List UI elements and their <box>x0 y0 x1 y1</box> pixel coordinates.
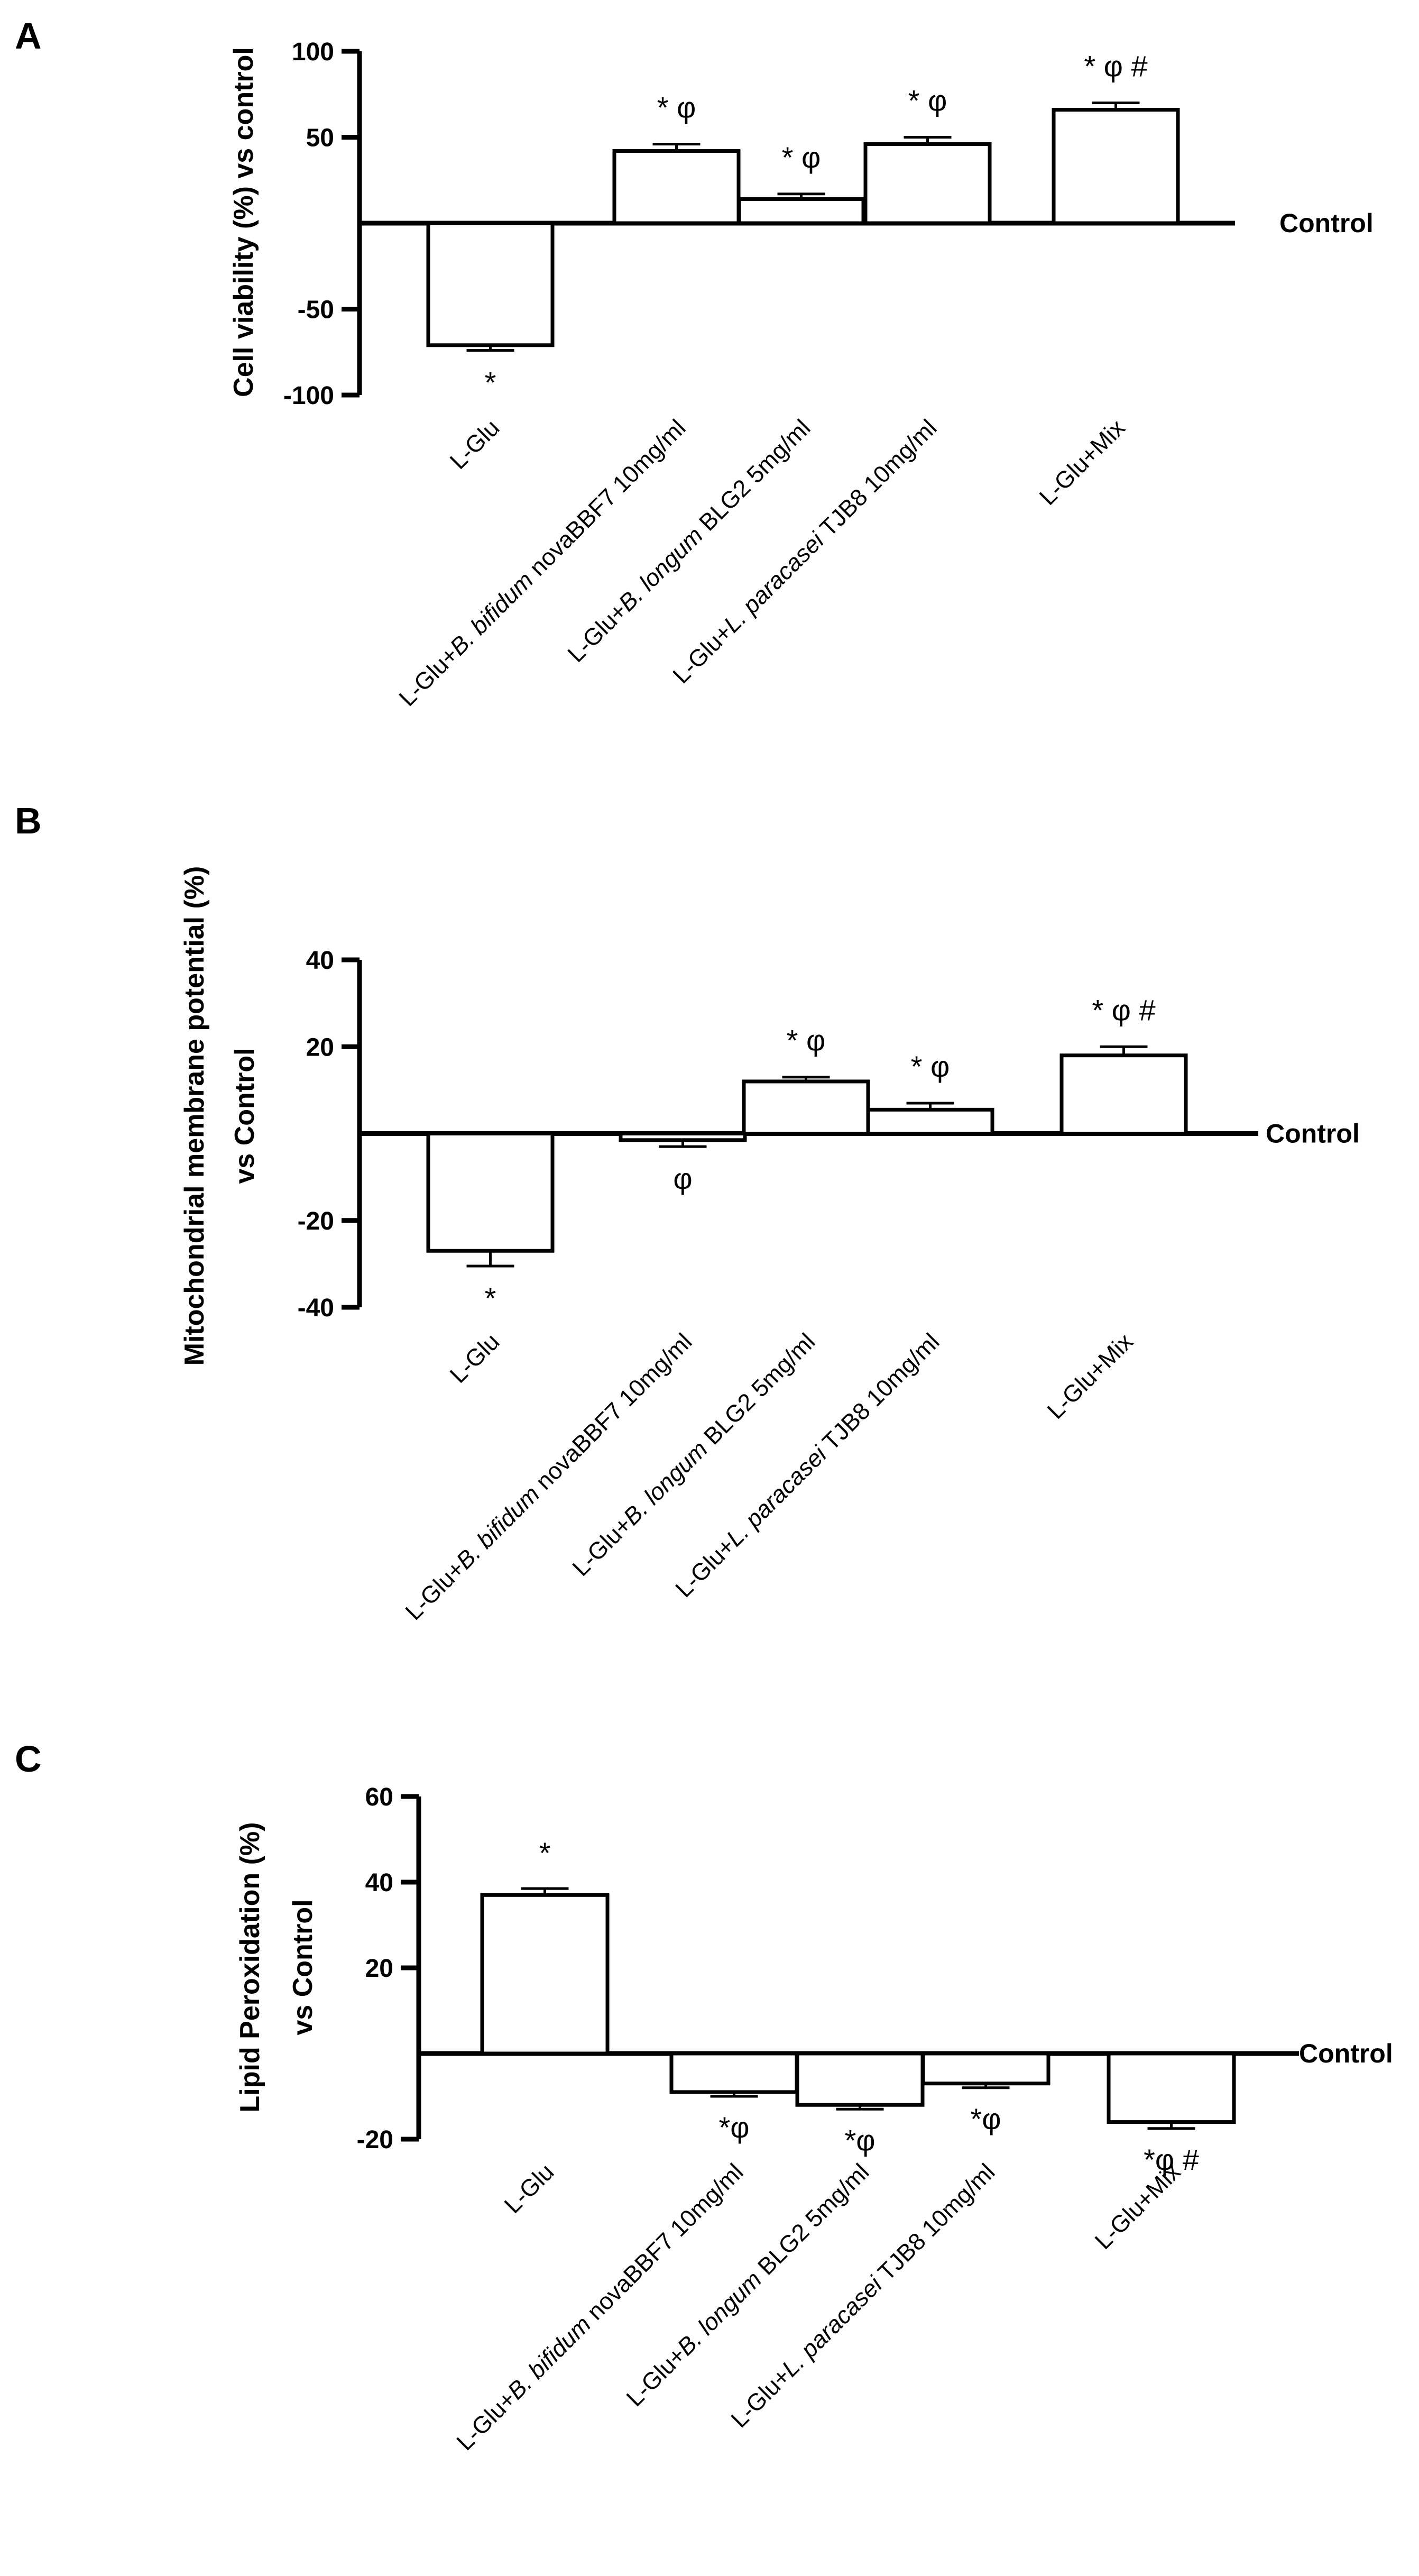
bar <box>866 1107 994 1136</box>
bar <box>795 2051 925 2107</box>
y-tick-label: 60 <box>365 1783 393 1811</box>
category-label: L-Glu+L. paracasei TJB8 10mg/ml <box>725 2158 1000 2433</box>
y-tick-label: 20 <box>365 1955 393 1983</box>
significance-label: * φ <box>782 141 821 174</box>
significance-label: * φ <box>908 84 947 117</box>
significance-label: * <box>485 366 496 399</box>
y-tick-label: -20 <box>357 2126 393 2154</box>
significance-label: * <box>539 1836 551 1869</box>
panel-a: A Cell viability (%) vs control -100 -50 50 1… <box>15 15 1374 711</box>
significance-label: * φ <box>657 91 696 124</box>
y-tick-label: -100 <box>283 382 334 410</box>
category-label: L-Glu+B. longum BLG2 5mg/ml <box>562 414 815 667</box>
y-tick-label: 40 <box>306 947 334 975</box>
panel-letter: C <box>15 1738 42 1780</box>
bar <box>1107 2051 1236 2124</box>
panel-c: C Lipid Peroxidation (%) vs Control -20 20 40… <box>15 1738 1393 2455</box>
significance-label: * φ # <box>1084 50 1147 83</box>
category-label: L-Glu+B. longum BLG2 5mg/ml <box>621 2158 874 2412</box>
bar <box>737 197 865 225</box>
category-label: L-Glu <box>445 1328 505 1388</box>
category-label: L-Glu+B. bifidum novaBBF7 10mg/ml <box>451 2158 748 2455</box>
category-label: L-Glu+L. paracasei TJB8 10mg/ml <box>667 414 942 689</box>
panel-letter: A <box>15 15 42 57</box>
panel-b: B Mitochondrial membrane potential (%) vs … <box>15 800 1360 1625</box>
bar <box>619 1132 747 1142</box>
significance-label: *φ <box>718 2111 749 2144</box>
y-tick-label: 100 <box>292 38 334 66</box>
y-tick-label: -40 <box>298 1294 334 1322</box>
bar <box>480 1893 610 2056</box>
bar <box>669 2051 799 2094</box>
significance-label: *φ <box>844 2123 875 2157</box>
control-label: Control <box>1279 208 1374 238</box>
significance-label: * φ # <box>1092 993 1155 1026</box>
bar <box>426 221 555 347</box>
significance-label: * φ <box>787 1024 826 1057</box>
control-label: Control <box>1299 2039 1393 2068</box>
panel-letter: B <box>15 800 42 841</box>
category-label: L-Glu+L. paracasei TJB8 10mg/ml <box>670 1328 944 1602</box>
category-label: L-Glu+Mix <box>1042 1328 1138 1424</box>
y-tick-label: -50 <box>298 296 334 324</box>
bar <box>921 2051 1051 2086</box>
y-tick-label: 40 <box>365 1869 393 1897</box>
significance-label: φ <box>673 1162 692 1195</box>
y-axis-label: Mitochondrial membrane potential (%) <box>179 866 210 1366</box>
bar <box>1052 108 1180 225</box>
category-label: L-Glu <box>499 2158 559 2219</box>
significance-label: *φ # <box>1144 2143 1199 2176</box>
bar <box>612 149 741 225</box>
significance-label: * <box>485 1281 496 1315</box>
y-tick-label: 20 <box>306 1033 334 1061</box>
category-label: L-Glu <box>445 414 505 474</box>
bar <box>742 1079 870 1135</box>
category-label: L-Glu+Mix <box>1090 2158 1186 2254</box>
bar <box>1059 1053 1188 1136</box>
significance-label: * φ <box>911 1050 950 1083</box>
y-axis-label: vs Control <box>229 1048 260 1184</box>
y-tick-label: 50 <box>306 124 334 152</box>
category-label: L-Glu+Mix <box>1034 414 1130 510</box>
y-tick-label: -20 <box>298 1207 334 1235</box>
category-label: L-Glu+B. longum BLG2 5mg/ml <box>567 1328 820 1581</box>
y-axis-label: Lipid Peroxidation (%) <box>235 1822 265 2113</box>
control-label: Control <box>1266 1119 1360 1149</box>
bar <box>863 142 992 225</box>
category-label: L-Glu+B. bifidum novaBBF7 10mg/ml <box>393 414 690 711</box>
y-axis-label: Cell viability (%) vs control <box>228 47 259 397</box>
significance-label: *φ <box>970 2102 1001 2135</box>
y-axis-label: vs Control <box>288 1899 318 2035</box>
bar <box>426 1132 555 1253</box>
